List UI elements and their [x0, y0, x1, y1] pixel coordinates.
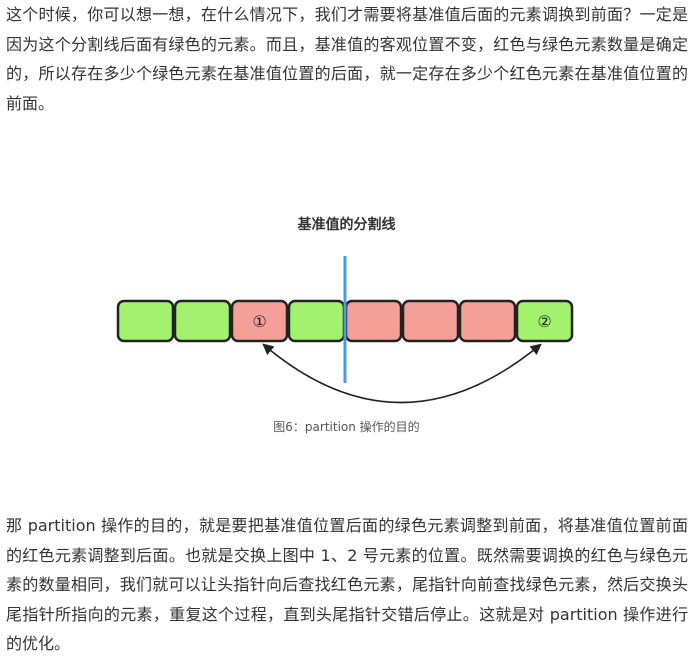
- element-box-label: ②: [537, 312, 551, 331]
- element-box-green: [515, 299, 574, 343]
- element-box-red: [230, 299, 289, 343]
- element-box-green: [287, 299, 346, 343]
- paragraph-intro: 这个时候，你可以想一想，在什么情况下，我们才需要将基准值后面的元素调换到前面？一…: [6, 5, 688, 113]
- swap-arrow: [262, 343, 542, 404]
- figure-caption: 图6：partition 操作的目的: [273, 420, 420, 434]
- element-box-label: ①: [252, 312, 266, 331]
- element-box-green: [173, 299, 232, 343]
- element-box-red: [458, 299, 517, 343]
- element-box-red: [401, 299, 460, 343]
- figure-title: 基准值的分割线: [297, 217, 396, 233]
- element-box-red: [344, 299, 403, 343]
- paragraph-explanation: 那 partition 操作的目的，就是要把基准值位置后面的绿色元素调整到前面，…: [6, 516, 688, 654]
- element-box-green: [116, 299, 175, 343]
